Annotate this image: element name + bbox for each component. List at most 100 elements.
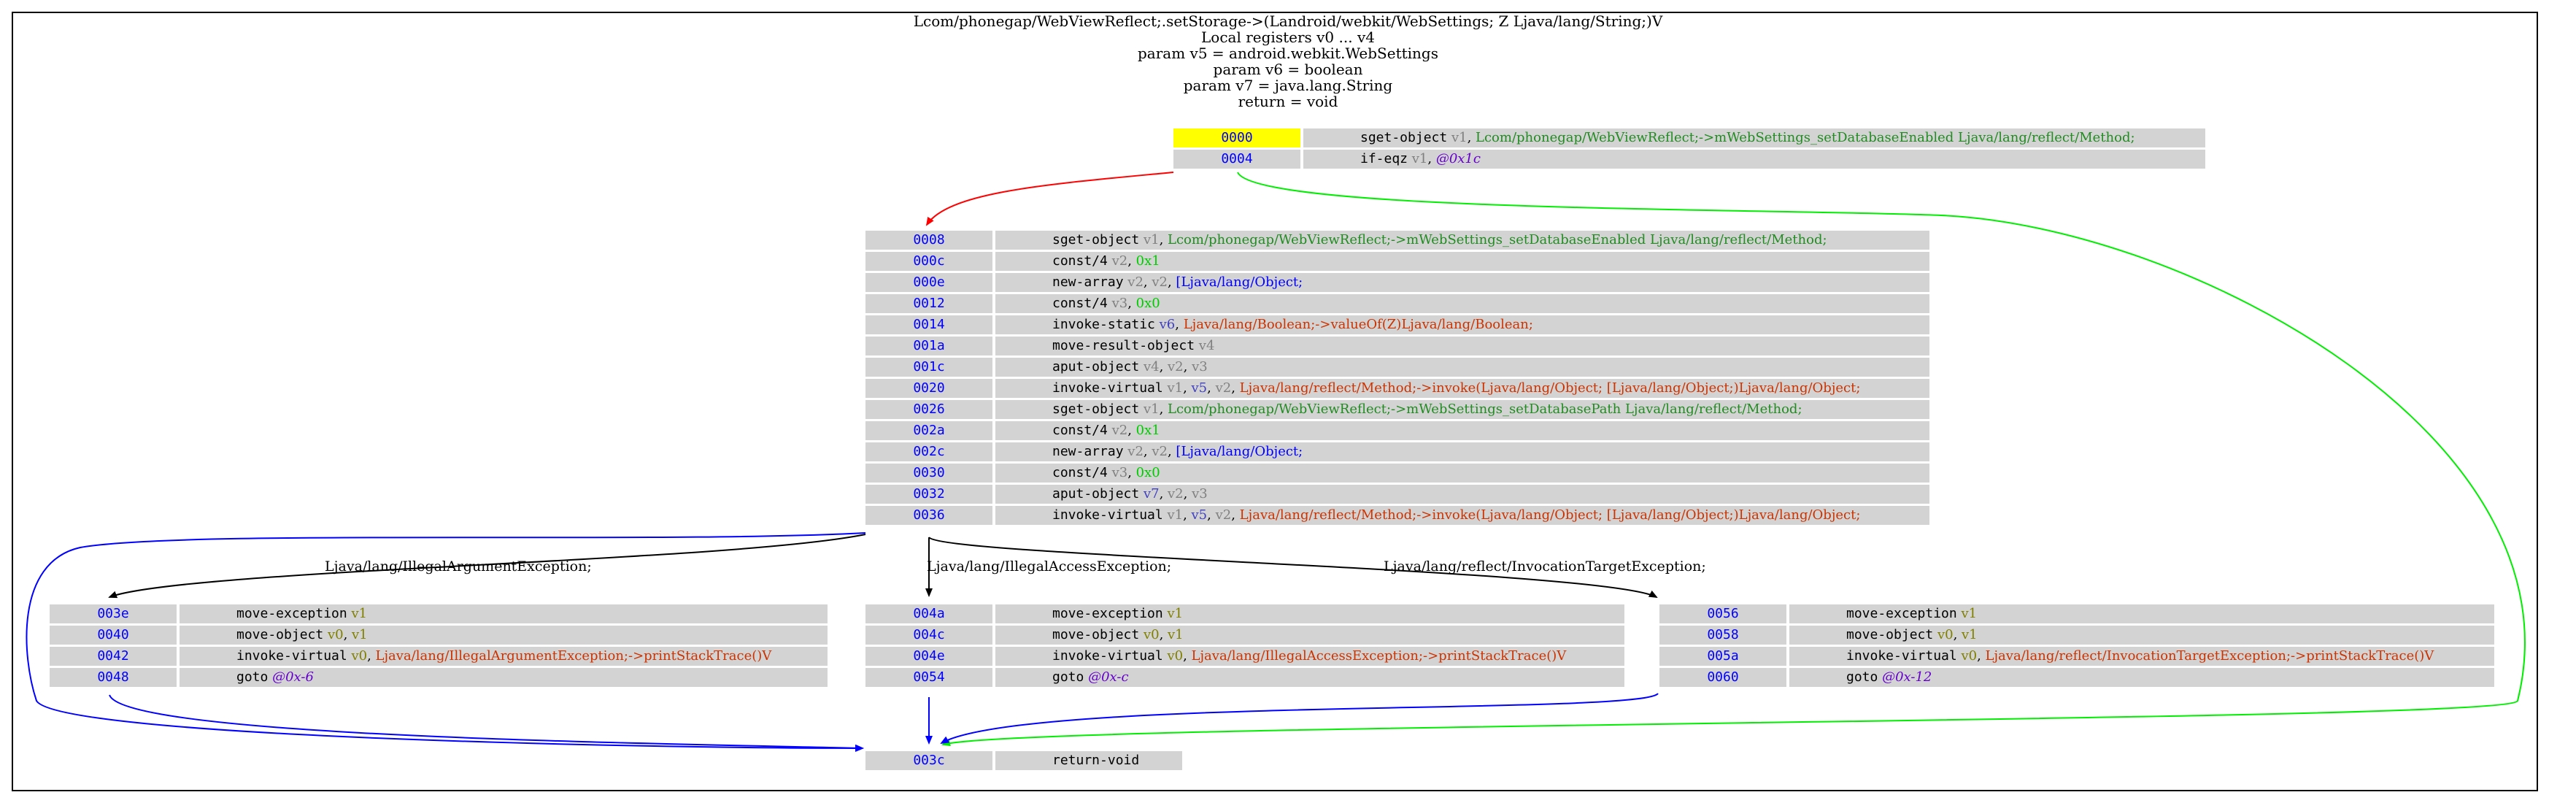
opcode: aput-object [1052,359,1140,374]
operand: v5 [1191,380,1208,396]
opcode: const/4 [1052,465,1108,480]
operand: v3 [1192,359,1208,374]
operand: , [1167,274,1176,290]
operand: v2 [1152,444,1168,459]
opcode: invoke-static [1052,317,1155,332]
instruction-address: 0026 [865,400,992,419]
operand: 0x0 [1135,465,1160,480]
opcode: invoke-virtual [1052,380,1163,396]
operand: v4 [1139,359,1160,374]
operand: , [1183,380,1192,396]
instruction-address: 0056 [1659,604,1786,623]
instruction-address: 0020 [865,379,992,398]
operand: [Ljava/lang/Object; [1176,444,1303,459]
operand: v1 [1168,627,1184,642]
instruction-address: 002a [865,421,992,440]
operand: v1 [1139,402,1160,417]
instruction-text: invoke-static v6, Ljava/lang/Boolean;->v… [995,315,1929,334]
opcode: goto [236,669,269,685]
local-registers: Local registers v0 ... v4 [1201,28,1375,46]
instruction-text: aput-object v7, v2, v3 [995,485,1929,504]
opcode: invoke-virtual [1052,648,1163,664]
operand: v2 [1123,274,1144,290]
operand: v1 [347,606,368,621]
instruction-text: goto @0x-12 [1789,668,2494,687]
edge-label-illegal-access: Ljava/lang/IllegalAccessException; [927,558,1172,575]
operand: [Ljava/lang/Object; [1176,274,1303,290]
instruction-address: 0042 [50,647,177,666]
opcode: move-exception [1052,606,1163,621]
instruction-text: const/4 v2, 0x1 [995,252,1929,271]
instruction-address: 0058 [1659,626,1786,645]
opcode: move-object [236,627,324,642]
operand: @0x1c [1435,151,1481,166]
operand: , [1143,444,1152,459]
instruction-text: return-void [995,751,1182,770]
operand: v1 [1162,380,1184,396]
operand: , [1127,423,1136,438]
instruction-text: invoke-virtual v1, v5, v2, Ljava/lang/re… [995,506,1929,525]
operand: @0x-6 [268,669,314,685]
instruction-text: sget-object v1, Lcom/phonegap/WebViewRef… [1303,128,2205,147]
operand: , [1183,507,1192,523]
operand: v3 [1107,296,1128,311]
instruction-address: 0012 [865,294,992,313]
operand: 0x1 [1135,423,1160,438]
instruction-address: 0036 [865,506,992,525]
opcode: sget-object [1360,130,1448,145]
instruction-address: 0014 [865,315,992,334]
operand: , [1953,627,1962,642]
instruction-text: goto @0x-c [995,668,1624,687]
operand: , [1127,296,1136,311]
edge-b1-to-b2 [108,534,866,599]
instruction-text: const/4 v2, 0x1 [995,421,1929,440]
instruction-address: 000c [865,252,992,271]
operand: v5 [1191,507,1208,523]
instruction-address: 0004 [1173,150,1300,169]
operand: v0 [347,648,368,664]
operand: , [1159,627,1168,642]
instruction-address: 001c [865,358,992,377]
instruction-text: move-object v0, v1 [995,626,1624,645]
method-header: Lcom/phonegap/WebViewReflect;.setStorage… [0,13,2576,110]
instruction-text: aput-object v4, v2, v3 [995,358,1929,377]
instruction-address: 0048 [50,668,177,687]
instruction-address: 0060 [1659,668,1786,687]
operand: , [1207,380,1216,396]
operand: , [1143,274,1152,290]
opcode: new-array [1052,274,1124,290]
instruction-text: move-result-object v4 [995,337,1929,356]
operand: v1 [1162,507,1184,523]
operand: v2 [1152,274,1168,290]
operand: Ljava/lang/IllegalAccessException;->prin… [1191,648,1567,664]
operand: v1 [1408,151,1428,166]
opcode: new-array [1052,444,1124,459]
edge-b0-to-b1 [925,172,1174,226]
opcode: move-object [1052,627,1140,642]
operand: Lcom/phonegap/WebViewReflect;->mWebSetti… [1168,402,1802,417]
operand: Ljava/lang/reflect/Method;->invoke(Ljava… [1239,507,1861,523]
opcode: if-eqz [1360,151,1408,166]
operand: v7 [1139,486,1160,502]
instruction-text: move-exception v1 [1789,604,2494,623]
param-v5: param v5 = android.webkit.WebSettings [1138,45,1438,62]
instruction-address: 0008 [865,231,992,250]
opcode: const/4 [1052,296,1108,311]
operand: @0x-c [1084,669,1129,685]
param-v6: param v6 = boolean [1213,61,1363,78]
